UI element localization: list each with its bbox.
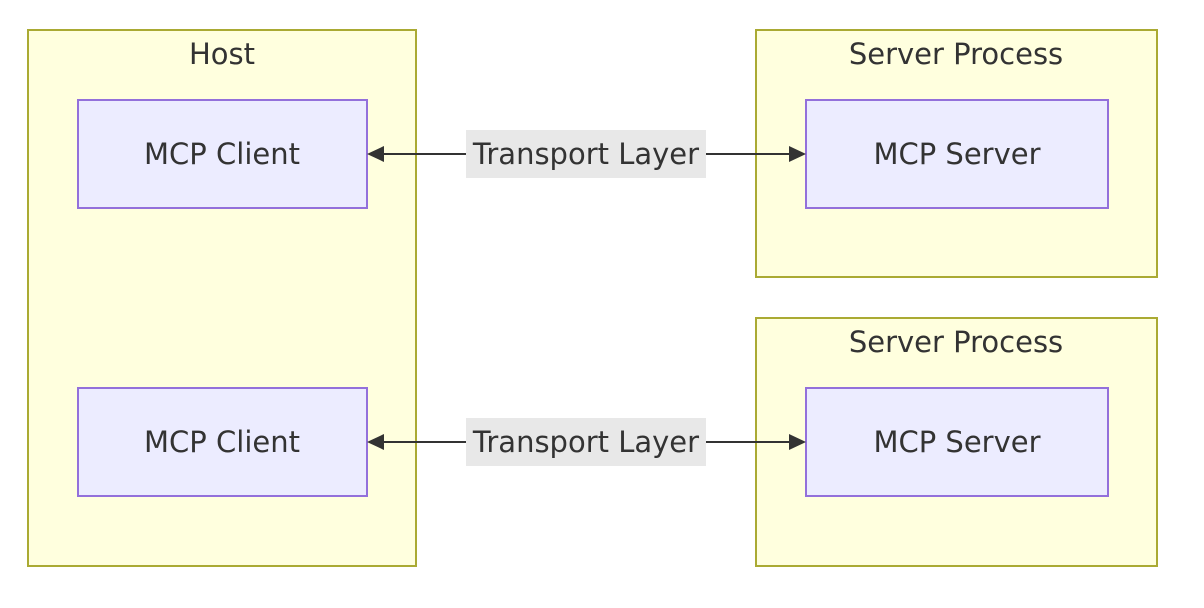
transport-edge-2-arrow-right <box>789 434 806 450</box>
mcp-server-node-2-label: MCP Server <box>873 425 1040 459</box>
mcp-server-node-1-box <box>805 99 1109 209</box>
mcp-client-node-2: MCP Client <box>77 387 368 497</box>
transport-edge-2-arrow-left <box>367 434 384 450</box>
host-cluster-title: Host <box>189 37 255 71</box>
mcp-client-node-1-label: MCP Client <box>144 137 300 171</box>
mcp-client-node-2-box <box>77 387 368 497</box>
transport-edge-2-label: Transport Layer <box>472 425 699 459</box>
transport-edge-1-label-bg <box>466 130 706 178</box>
transport-edge-1-arrow-right <box>789 146 806 162</box>
mcp-client-node-1: MCP Client <box>77 99 368 209</box>
server-process-cluster-1-title: Server Process <box>849 37 1063 71</box>
server-process-cluster-2-title: Server Process <box>849 325 1063 359</box>
mcp-client-node-1-box <box>77 99 368 209</box>
transport-edge-1-label: Transport Layer <box>472 137 699 171</box>
mcp-server-node-2: MCP Server <box>805 387 1109 497</box>
transport-edge-2-label-bg <box>466 418 706 466</box>
mcp-server-node-2-box <box>805 387 1109 497</box>
transport-edge-2: Transport Layer <box>367 418 806 466</box>
transport-edge-1: Transport Layer <box>367 130 806 178</box>
mcp-client-node-2-label: MCP Client <box>144 425 300 459</box>
mcp-server-node-1-label: MCP Server <box>873 137 1040 171</box>
transport-edge-1-arrow-left <box>367 146 384 162</box>
mcp-server-node-1: MCP Server <box>805 99 1109 209</box>
